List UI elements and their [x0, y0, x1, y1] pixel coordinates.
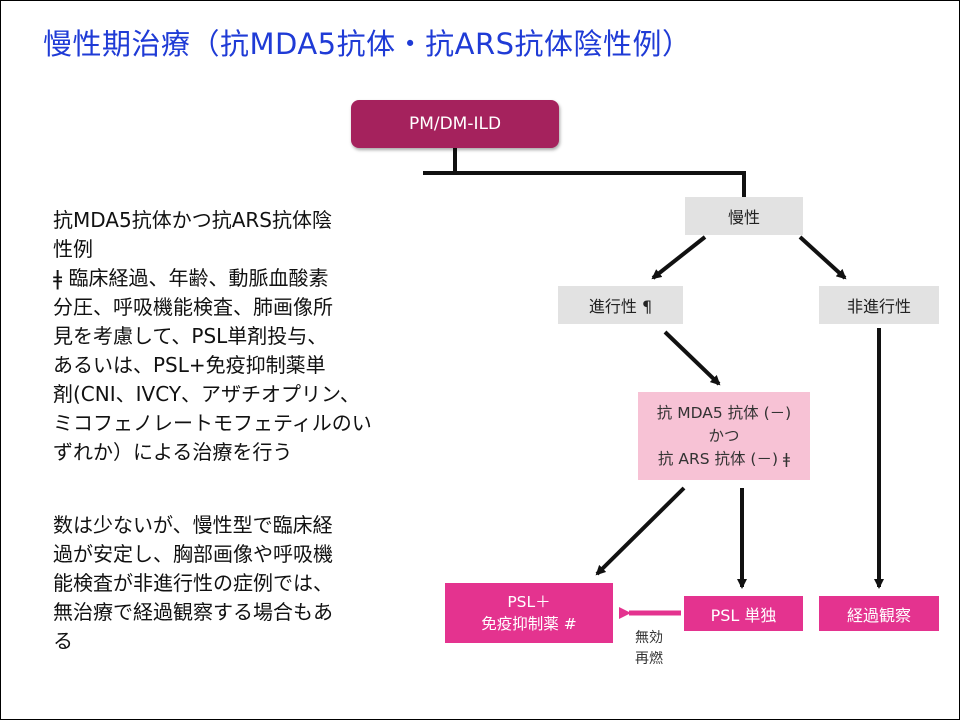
antibody-negative-box: 抗 MDA5 抗体 (－) かつ 抗 ARS 抗体 (－) ǂ: [638, 392, 810, 480]
relapse-label: 再燃: [635, 651, 663, 667]
slide-title: 慢性期治療（抗MDA5抗体・抗ARS抗体陰性例）: [43, 27, 692, 61]
chronic-box: 慢性: [685, 197, 803, 235]
antibody-line-1: 抗 MDA5 抗体 (－): [656, 403, 792, 422]
root-box: PM/DM-ILD: [351, 100, 559, 148]
non-progressive-box: 非進行性: [819, 286, 939, 324]
observation-box: 経過観察: [819, 596, 939, 631]
body-paragraph-2: 数は少ないが、慢性型で臨床経 過が安定し、胸部画像や呼吸機 能検査が非進行性の症…: [53, 513, 333, 653]
antibody-line-3: 抗 ARS 抗体 (－) ǂ: [657, 449, 791, 468]
arrow-progressive-to-antibody: [663, 330, 721, 386]
psl-combo-box: PSL＋ 免疫抑制薬 #: [445, 583, 613, 643]
antibody-line-2: かつ: [708, 426, 740, 445]
body-paragraph-1: 抗MDA5抗体かつ抗ARS抗体陰 性例 ǂ 臨床経過、年齢、動脈血酸素 分圧、呼…: [53, 208, 372, 464]
ineffective-relapse-label: 無効 再燃: [635, 628, 663, 670]
arrow-chronic-to-progressive: [651, 235, 707, 280]
psl-combo-line-1: PSL＋: [507, 593, 551, 611]
psl-single-box: PSL 単独: [684, 596, 803, 631]
ineffective-label: 無効: [635, 630, 663, 646]
progressive-box: 進行性 ¶: [558, 286, 683, 324]
arrow-chronic-to-nonprogressive: [798, 235, 847, 280]
arrow-antibody-to-combo: [595, 486, 686, 576]
psl-combo-line-2: 免疫抑制薬 #: [481, 615, 577, 633]
